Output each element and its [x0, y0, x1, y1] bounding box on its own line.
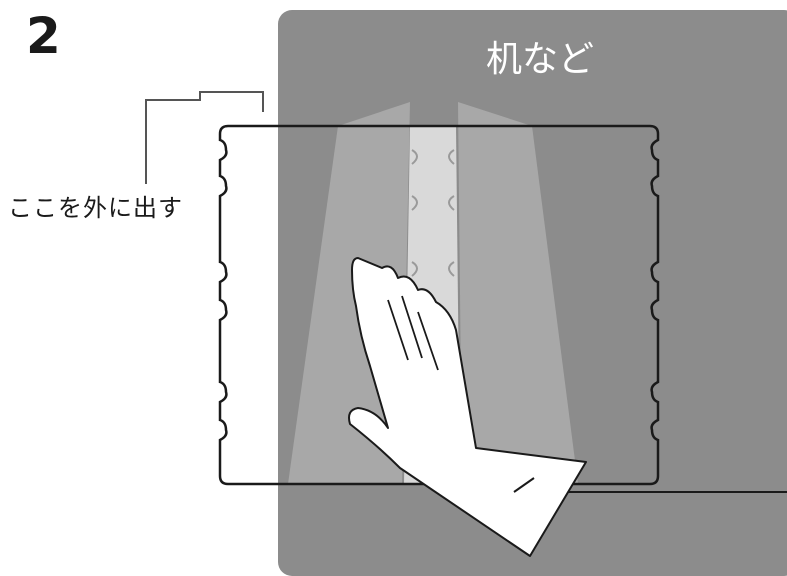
hand-icon — [348, 257, 587, 557]
step-number: 2 — [26, 7, 61, 65]
sheet-outline — [218, 124, 660, 486]
right-flap — [458, 102, 578, 484]
callout-bracket — [145, 91, 264, 184]
desk-label: 机など — [486, 39, 595, 80]
callout-label: ここを外に出す — [8, 194, 183, 222]
